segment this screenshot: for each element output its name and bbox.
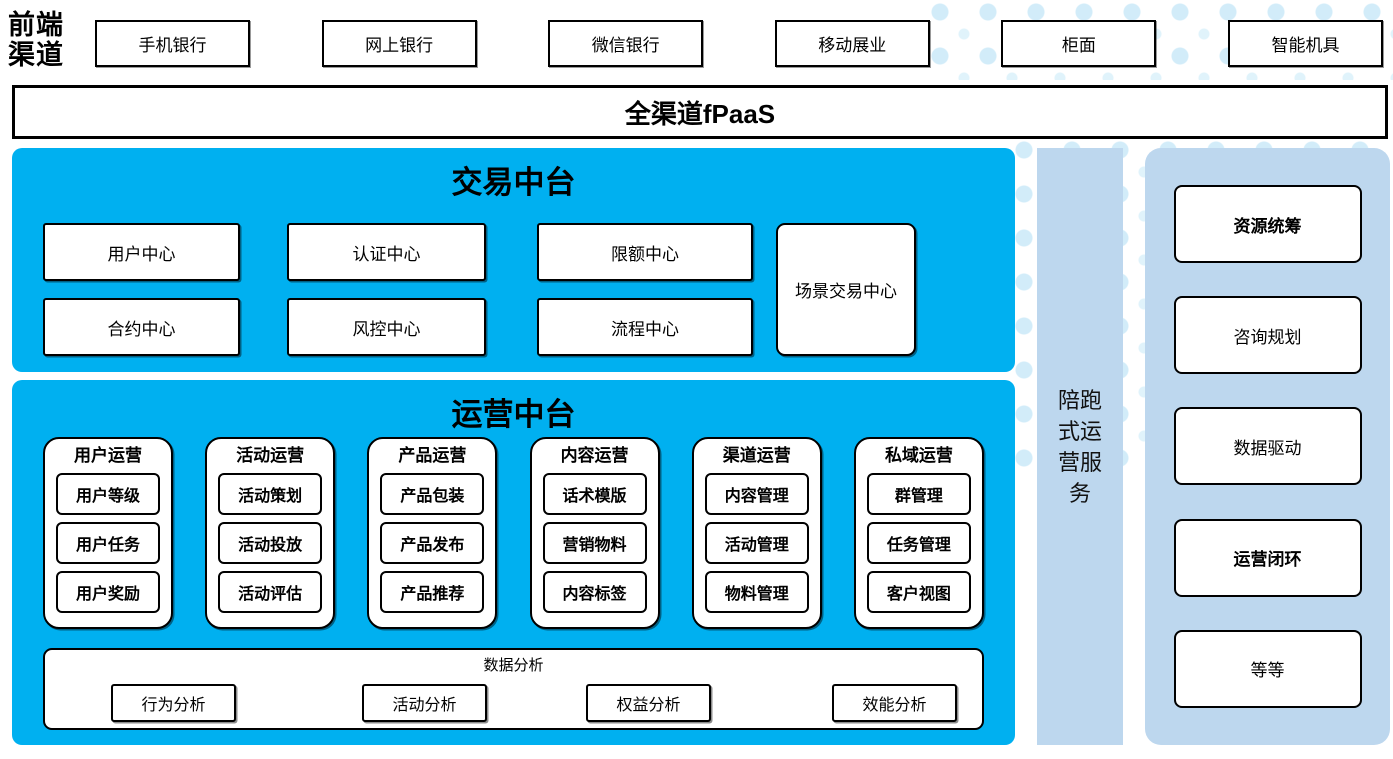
ops-item[interactable]: 任务管理: [866, 522, 971, 564]
data-analysis-panel: 数据分析 行为分析 活动分析 权益分析 效能分析: [43, 648, 984, 730]
ops-col-product: 产品运营 产品包装 产品发布 产品推荐: [367, 437, 498, 629]
ops-item[interactable]: 活动策划: [218, 473, 323, 515]
transaction-platform-title: 交易中台: [451, 165, 576, 200]
front-channels-label: 前端渠道: [8, 10, 64, 70]
ops-item[interactable]: 物料管理: [704, 571, 809, 613]
operations-platform-title: 运营中台: [451, 397, 576, 432]
center-user[interactable]: 用户中心: [43, 223, 240, 281]
ops-item[interactable]: 话术模版: [542, 473, 647, 515]
ops-col-channel: 渠道运营 内容管理 活动管理 物料管理: [691, 437, 822, 629]
ops-items: 话术模版 营销物料 内容标签: [542, 473, 647, 613]
analysis-efficiency[interactable]: 效能分析: [832, 684, 957, 722]
ops-col-private-domain: 私域运营 群管理 任务管理 客户视图: [853, 437, 984, 629]
ops-item[interactable]: 产品发布: [380, 522, 485, 564]
ops-col-title: 产品运营: [398, 446, 467, 465]
ops-item[interactable]: 活动投放: [218, 522, 323, 564]
ops-item[interactable]: 活动评估: [218, 571, 323, 613]
service-data-driven[interactable]: 数据驱动: [1173, 407, 1362, 486]
ops-item[interactable]: 产品包装: [380, 473, 485, 515]
channel-mobile-sales[interactable]: 移动展业: [774, 20, 930, 67]
channel-online-banking[interactable]: 网上银行: [321, 20, 477, 67]
ops-col-title: 内容运营: [560, 446, 629, 465]
channel-wechat-banking[interactable]: 微信银行: [548, 20, 704, 67]
ops-item[interactable]: 用户任务: [56, 522, 160, 564]
operations-columns: 用户运营 用户等级 用户任务 用户奖励 活动运营 活动策划 活动投放 活动评估 …: [43, 437, 984, 629]
ops-item[interactable]: 营销物料: [542, 522, 647, 564]
center-scene-transaction[interactable]: 场景交易中心: [776, 223, 916, 356]
service-etc[interactable]: 等等: [1173, 629, 1362, 708]
ops-col-user: 用户运营 用户等级 用户任务 用户奖励: [43, 437, 173, 629]
analysis-behavior[interactable]: 行为分析: [111, 684, 236, 722]
ops-items: 产品包装 产品发布 产品推荐: [380, 473, 485, 613]
accompanying-service-label: 陪跑式运营服务: [1057, 387, 1102, 506]
ops-item[interactable]: 用户奖励: [56, 571, 160, 613]
service-panel: 资源统筹 咨询规划 数据驱动 运营闭环 等等: [1145, 148, 1390, 745]
channel-smart-devices[interactable]: 智能机具: [1227, 20, 1383, 67]
service-consulting[interactable]: 咨询规划: [1173, 296, 1362, 375]
channel-mobile-banking[interactable]: 手机银行: [95, 20, 250, 67]
data-analysis-title: 数据分析: [483, 657, 544, 674]
center-process[interactable]: 流程中心: [537, 298, 753, 356]
center-risk[interactable]: 风控中心: [287, 298, 486, 356]
center-auth[interactable]: 认证中心: [287, 223, 486, 281]
analysis-activity[interactable]: 活动分析: [362, 684, 487, 722]
ops-items: 用户等级 用户任务 用户奖励: [56, 473, 160, 613]
ops-item[interactable]: 内容标签: [542, 571, 647, 613]
ops-item[interactable]: 客户视图: [866, 571, 971, 613]
ops-item[interactable]: 内容管理: [704, 473, 809, 515]
transaction-platform: 交易中台 用户中心 认证中心 限额中心 合约中心 风控中心 流程中心 场景交易中…: [12, 148, 1015, 372]
ops-item[interactable]: 活动管理: [704, 522, 809, 564]
center-limit[interactable]: 限额中心: [537, 223, 753, 281]
ops-col-activity: 活动运营 活动策划 活动投放 活动评估: [205, 437, 336, 629]
channel-row: 手机银行 网上银行 微信银行 移动展业 柜面 智能机具: [95, 20, 1383, 67]
ops-items: 群管理 任务管理 客户视图: [866, 473, 971, 613]
accompanying-service-bar: 陪跑式运营服务: [1037, 148, 1123, 745]
ops-item[interactable]: 产品推荐: [380, 571, 485, 613]
channel-counter[interactable]: 柜面: [1001, 20, 1157, 67]
service-ops-loop[interactable]: 运营闭环: [1173, 518, 1362, 597]
ops-col-title: 渠道运营: [722, 446, 791, 465]
center-contract[interactable]: 合约中心: [43, 298, 240, 356]
ops-col-title: 活动运营: [236, 446, 305, 465]
service-resource-planning[interactable]: 资源统筹: [1173, 185, 1362, 264]
fpaas-bar: 全渠道fPaaS: [12, 85, 1388, 139]
ops-items: 内容管理 活动管理 物料管理: [704, 473, 809, 613]
ops-item[interactable]: 群管理: [866, 473, 971, 515]
ops-item[interactable]: 用户等级: [56, 473, 160, 515]
ops-col-title: 用户运营: [74, 446, 142, 465]
ops-col-title: 私域运营: [884, 446, 953, 465]
ops-col-content: 内容运营 话术模版 营销物料 内容标签: [529, 437, 660, 629]
ops-items: 活动策划 活动投放 活动评估: [218, 473, 323, 613]
analysis-benefit[interactable]: 权益分析: [586, 684, 711, 722]
operations-platform: 运营中台 用户运营 用户等级 用户任务 用户奖励 活动运营 活动策划 活动投放 …: [12, 380, 1015, 745]
